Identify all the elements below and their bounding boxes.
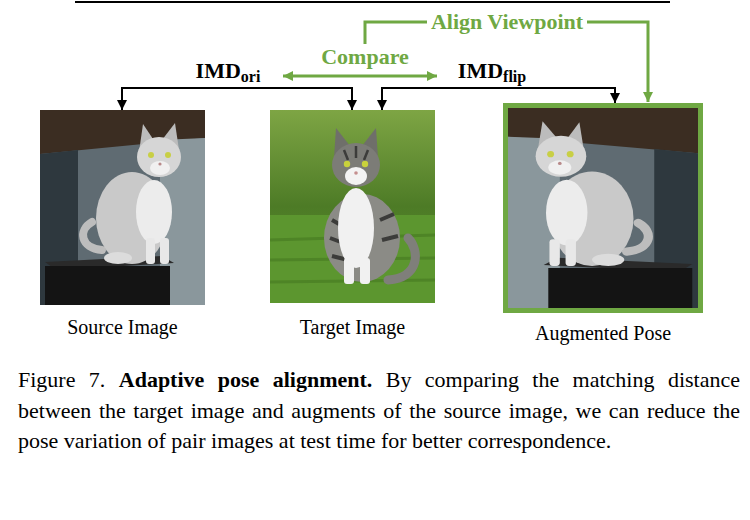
figure-caption: Figure 7. Adaptive pose alignment. By co… <box>18 365 740 457</box>
top-rule <box>75 1 670 3</box>
image-panel: Augmented Pose <box>503 103 703 313</box>
image-caption: Augmented Pose <box>443 321 750 345</box>
source-photo <box>40 110 205 305</box>
compare-arrow <box>283 75 437 78</box>
compare-label: Compare <box>321 44 409 70</box>
distance-label: IMDori <box>196 58 261 84</box>
distance-label: IMDflip <box>458 58 526 84</box>
align-label: Align Viewpoint <box>427 9 587 35</box>
image-caption: Source Image <box>0 315 265 339</box>
image-caption: Target Image <box>210 315 495 339</box>
image-panel: Target Image <box>270 110 435 303</box>
augmented-photo <box>508 108 698 308</box>
distance-bracket <box>122 88 352 110</box>
image-panel: Source Image <box>40 110 205 305</box>
target-photo <box>270 110 435 303</box>
